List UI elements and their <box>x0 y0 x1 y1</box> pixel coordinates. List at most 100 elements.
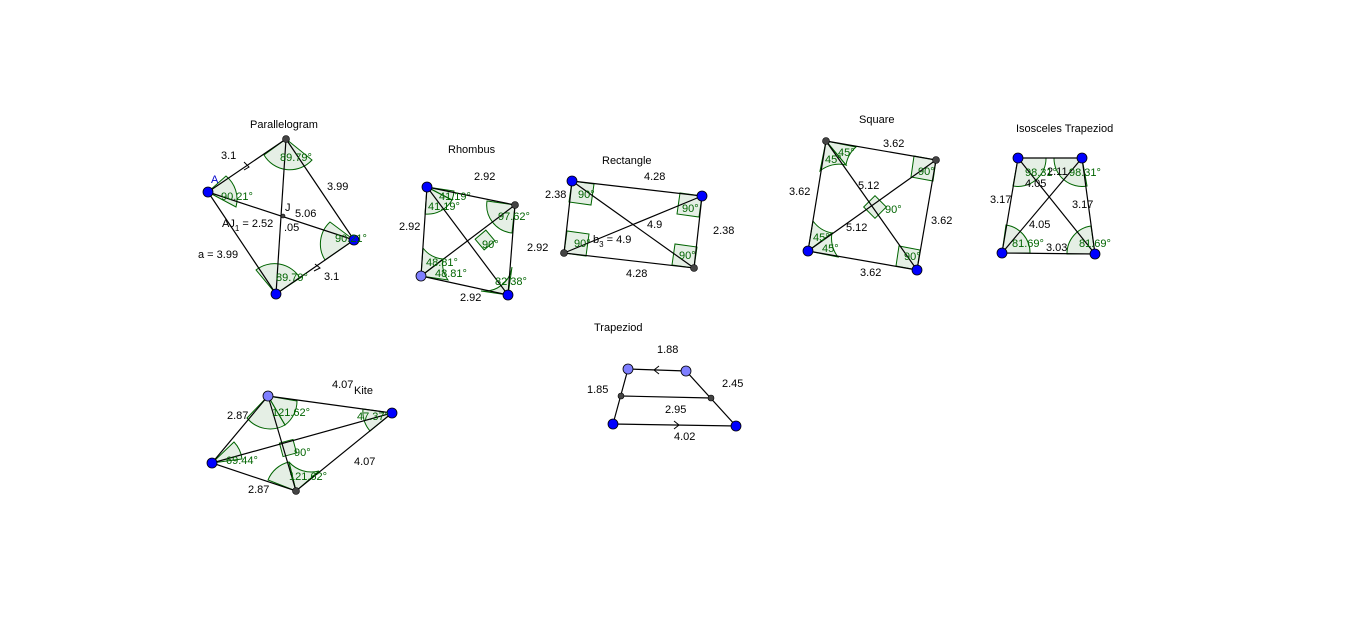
angle-label: 90° <box>578 189 595 201</box>
angle-marker <box>819 139 848 173</box>
vertex-point[interactable] <box>560 249 568 257</box>
diagonal[interactable] <box>807 159 937 252</box>
rectangle-figure[interactable]: Rectangle 4.28 2.38 2.38 4.28 2.92 4.9 b… <box>527 155 734 280</box>
diagonal-label: .05 <box>284 222 299 234</box>
vertex-point[interactable] <box>262 390 274 402</box>
vertex-point[interactable] <box>802 245 814 257</box>
info-b: b3 = 4.9 <box>593 234 631 249</box>
angle-label: 97.62° <box>498 211 530 223</box>
vertex-point[interactable] <box>1012 152 1024 164</box>
angle-marker <box>263 138 313 171</box>
side-label: 3.62 <box>931 215 952 227</box>
vertex-point[interactable] <box>292 487 300 495</box>
rhombus-title: Rhombus <box>448 144 496 156</box>
angle-label: 121.62° <box>272 407 310 419</box>
vertex-point[interactable] <box>421 181 433 193</box>
parallelogram-title: Parallelogram <box>250 119 318 131</box>
vertex-point[interactable] <box>386 407 398 419</box>
diagonal[interactable] <box>420 204 516 277</box>
isosceles-trapezoid-title: Isosceles Trapeziod <box>1016 123 1113 135</box>
vertex-point[interactable] <box>822 137 830 145</box>
parallel-tick <box>673 420 680 430</box>
angle-label: 90° <box>294 447 311 459</box>
rectangle-title: Rectangle <box>602 155 652 167</box>
right-angle-marker <box>278 438 298 458</box>
vertex-point[interactable] <box>206 457 218 469</box>
side-label: 2.38 <box>545 189 566 201</box>
diagonal[interactable] <box>1001 157 1083 254</box>
midsegment[interactable] <box>620 395 712 399</box>
angle-label: 90.21° <box>221 191 253 203</box>
side-label: 2.38 <box>713 225 734 237</box>
angle-label: 90° <box>679 250 696 262</box>
side-label: 4.28 <box>644 171 665 183</box>
angle-label: 69.44° <box>226 455 258 467</box>
vertex-point[interactable] <box>932 156 940 164</box>
parallelogram-figure[interactable]: Parallelogram A J AJ1 = 2.52 a = 3.99 5.… <box>198 119 367 300</box>
vertex-point[interactable] <box>511 201 519 209</box>
center-point[interactable] <box>280 213 286 219</box>
vertex-point[interactable] <box>282 135 290 143</box>
vertex-point[interactable] <box>1076 152 1088 164</box>
side-label: 4.28 <box>626 268 647 280</box>
kite-figure[interactable]: Kite 2.87 4.07 4.07 2.87 121.62° 47.37° … <box>206 379 398 496</box>
midpoint[interactable] <box>617 392 625 400</box>
angle-label: 90.21° <box>335 233 367 245</box>
diagonal-label: 4.05 <box>1029 219 1050 231</box>
angle-label: 47.37° <box>357 411 389 423</box>
side-label: 2.45 <box>722 378 743 390</box>
side-label: 3.62 <box>860 267 881 279</box>
trapezoid-figure[interactable]: Trapeziod 1.88 1.85 2.45 2.95 4.02 <box>587 322 743 443</box>
vertex-label: A <box>211 174 219 186</box>
side-label: 1.88 <box>657 344 678 356</box>
side-label: 4.02 <box>674 431 695 443</box>
trapezoid-title: Trapeziod <box>594 322 643 334</box>
midpoint[interactable] <box>707 394 715 402</box>
diagonal-label: 5.06 <box>295 208 316 220</box>
kite-title: Kite <box>354 385 373 397</box>
angle-label: 90° <box>918 166 935 178</box>
angle-label: 98.31° <box>1025 167 1057 179</box>
angle-label: 90° <box>682 203 699 215</box>
side-label: 3.99 <box>327 181 348 193</box>
vertex-point[interactable] <box>996 247 1008 259</box>
vertex-point[interactable] <box>911 264 923 276</box>
diagonal[interactable] <box>211 412 393 464</box>
diagonal[interactable] <box>563 195 703 254</box>
vertex-point[interactable] <box>1089 248 1101 260</box>
square-figure[interactable]: Square 3.62 3.62 3.62 3.62 5.12 5.12 45°… <box>789 114 952 279</box>
square-title: Square <box>859 114 894 126</box>
vertex-point[interactable] <box>566 175 578 187</box>
angle-marker <box>267 395 298 426</box>
vertex-point[interactable] <box>415 270 427 282</box>
diagonal[interactable] <box>1017 157 1096 255</box>
isosceles-trapezoid-figure[interactable]: Isosceles Trapeziod 3.17 3.17 2.11 3.03 … <box>990 123 1113 260</box>
vertex-point[interactable] <box>607 418 619 430</box>
right-angle-marker <box>474 229 496 251</box>
vertex-point[interactable] <box>502 289 514 301</box>
vertex-point[interactable] <box>696 190 708 202</box>
angle-label: 45° <box>813 232 830 244</box>
angle-label: 48.81° <box>426 257 458 269</box>
angle-label: 90° <box>904 251 921 263</box>
angle-label: 41.19° <box>439 191 471 203</box>
diagonal-label: 4.9 <box>647 219 662 231</box>
side-label: 4.07 <box>332 379 353 391</box>
vertex-point[interactable] <box>348 234 360 246</box>
rhombus-figure[interactable]: Rhombus 2.92 2.92 2.92 41.19° 41.19° 97.… <box>399 144 530 304</box>
vertex-point[interactable] <box>680 365 692 377</box>
side-label: 3.62 <box>883 138 904 150</box>
vertex-point[interactable] <box>622 363 634 375</box>
diagonal-label: 4.05 <box>1025 178 1046 190</box>
angle-label: 45° <box>825 154 842 166</box>
side-label: 3.1 <box>221 150 236 162</box>
vertex-point[interactable] <box>690 264 698 272</box>
vertex-point[interactable] <box>270 288 282 300</box>
vertex-point[interactable] <box>202 186 214 198</box>
parallel-tick <box>243 161 250 171</box>
angle-label: 45° <box>822 243 839 255</box>
vertex-point[interactable] <box>730 420 742 432</box>
side-label: 3.03 <box>1046 242 1067 254</box>
angle-marker <box>1001 224 1031 254</box>
